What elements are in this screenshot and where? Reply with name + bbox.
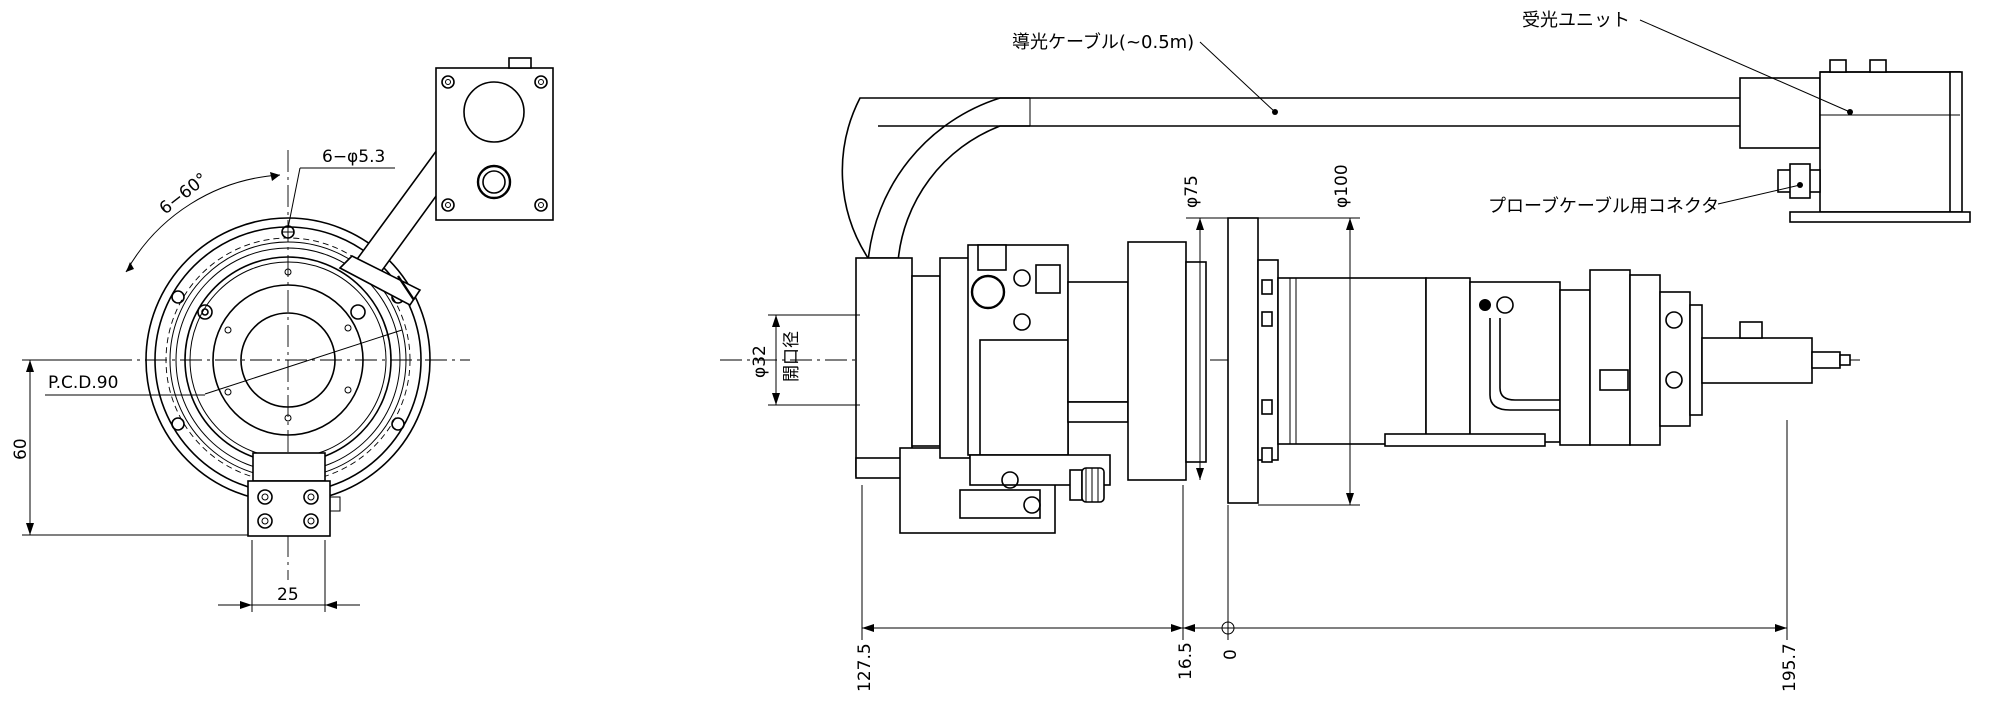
angle-label: 6−60°: [156, 169, 212, 219]
side-view: φ32 開口径 φ75 φ100 127.5 16.5 0 195.7: [720, 10, 1971, 692]
probe-connector-label: プローブケーブル用コネクタ: [1488, 195, 1719, 217]
pcd-label: P.C.D.90: [48, 373, 118, 393]
x-zero-dimension: 0: [1221, 649, 1241, 660]
holes-label: 6−φ5.3: [322, 147, 385, 167]
x-pos195-dimension: 195.7: [1780, 643, 1800, 692]
receiver-unit-label: 受光ユニット: [1522, 10, 1630, 31]
d75-dimension: φ75: [1182, 175, 1202, 208]
x-neg127-dimension: 127.5: [855, 643, 875, 692]
height-60-dimension: 60: [11, 438, 31, 460]
aperture-diameter: φ32: [750, 345, 770, 378]
aperture-label: 開口径: [782, 331, 802, 382]
width-25-dimension: 25: [277, 585, 299, 605]
d100-dimension: φ100: [1332, 164, 1352, 208]
light-guide-cable-label: 導光ケーブル(~0.5m): [1012, 31, 1194, 53]
front-view: 6−60° 6−φ5.3 P.C.D.90 60 25: [11, 57, 554, 612]
x-neg16-dimension: 16.5: [1176, 642, 1196, 680]
